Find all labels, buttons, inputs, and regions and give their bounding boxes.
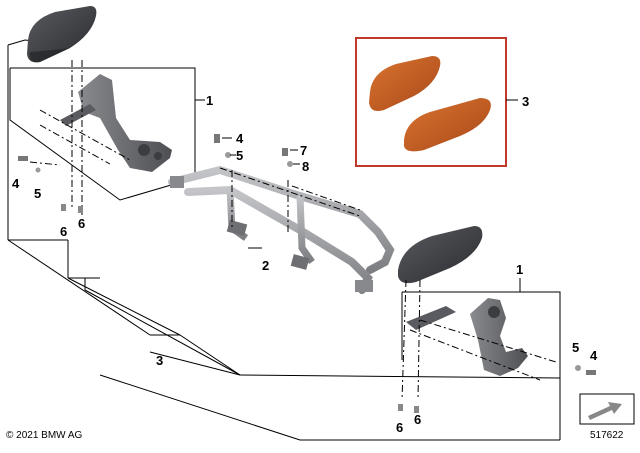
arrow-down-right-icon	[579, 393, 635, 425]
bolt-7	[282, 148, 288, 156]
nut-right-b	[414, 406, 419, 413]
callout-5-left: 5	[34, 186, 41, 201]
inset-pad-set	[355, 37, 518, 167]
diagram-number: 517622	[590, 430, 624, 441]
callout-labels: 1 1 2 3 3 4 5 6 6 4 5 7 8 5 4 6 6	[12, 93, 598, 435]
callout-4-mid: 4	[236, 131, 244, 146]
orange-pad-b	[404, 98, 491, 152]
right-fasteners	[398, 365, 596, 413]
bolt-right	[586, 370, 596, 375]
left-bracket-assembly	[9, 6, 205, 215]
left-pillion-pad	[27, 6, 97, 63]
bolt-mid	[214, 134, 220, 143]
callout-5-mid: 5	[236, 148, 243, 163]
callout-3-bottom: 3	[156, 353, 163, 368]
callout-6-left-a: 6	[60, 224, 67, 239]
washer-right	[575, 365, 581, 371]
callout-6-left-b: 6	[78, 216, 85, 231]
right-bracket-assembly	[398, 226, 561, 401]
callout-1-right: 1	[516, 262, 523, 277]
callout-4-right: 4	[590, 348, 598, 363]
callout-3-inset: 3	[522, 94, 529, 109]
callout-1-left: 1	[206, 93, 213, 108]
callout-5-right: 5	[572, 340, 579, 355]
frame-end-mount	[355, 280, 373, 292]
right-pillion-pad	[398, 226, 483, 284]
callout-6-right-b: 6	[414, 412, 421, 427]
inset-border	[355, 37, 507, 167]
copyright-text: © 2021 BMW AG	[6, 430, 83, 441]
washer-left	[35, 167, 41, 173]
nut-left-a	[61, 204, 66, 211]
washer-mid	[225, 152, 231, 158]
nut-right-a	[398, 404, 403, 411]
nut-left-b	[78, 206, 83, 213]
grab-rail-frame	[168, 165, 395, 294]
callout-6-right-a: 6	[396, 420, 403, 435]
callout-2: 2	[262, 258, 269, 273]
left-fasteners	[18, 156, 83, 213]
assembly-outline	[7, 39, 561, 441]
washer-8	[287, 161, 293, 167]
callout-4-left: 4	[12, 176, 20, 191]
bolt-left	[18, 156, 28, 161]
mid-fasteners	[214, 134, 300, 167]
right-bracket	[470, 298, 528, 376]
orange-pad-a	[369, 56, 441, 111]
callout-7: 7	[300, 143, 307, 158]
callout-8: 8	[302, 159, 309, 174]
